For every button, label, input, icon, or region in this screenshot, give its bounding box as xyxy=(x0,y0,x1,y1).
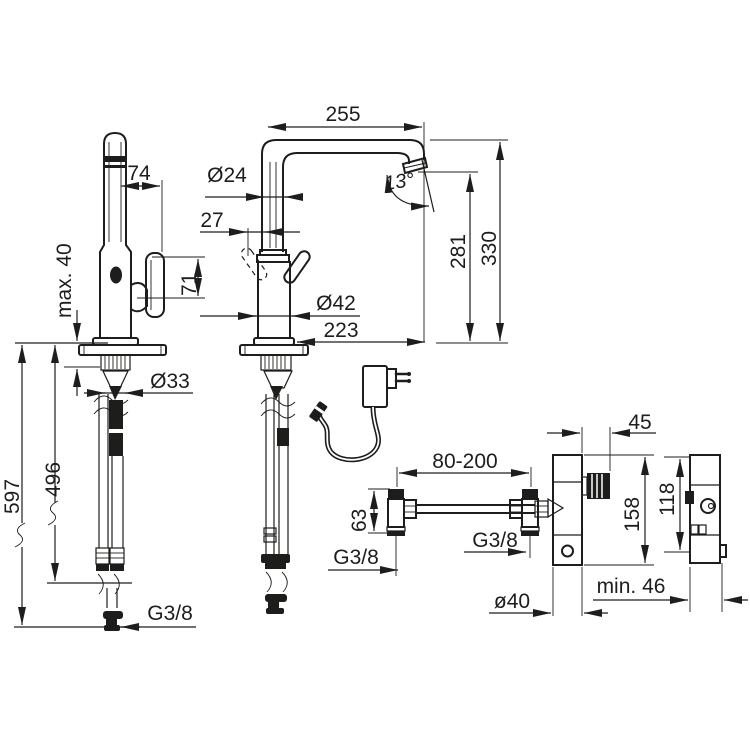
lever-handle xyxy=(283,250,311,284)
dim-label-min-46: min. 46 xyxy=(597,575,666,598)
handle-grip xyxy=(145,252,165,318)
dim-label-max-40: max. 40 xyxy=(53,243,76,318)
dim-label-255: 255 xyxy=(325,103,360,126)
dim-label-74: 74 xyxy=(127,162,151,185)
dim-label-223: 223 xyxy=(323,319,358,342)
dim-label-g38-pipe-right: G3/8 xyxy=(472,529,518,552)
dim-label-71: 71 xyxy=(178,273,201,296)
g38-elbow-fitting-front xyxy=(265,594,287,614)
lever-handle-alt-position xyxy=(240,247,268,281)
valve-unit-side-view xyxy=(685,454,727,564)
dim-label-45: 45 xyxy=(628,411,651,434)
right-t-fitting xyxy=(509,489,540,536)
dim-label-496: 496 xyxy=(42,462,65,497)
installation-assembly: 80-200 63 G3/8 G3/8 45 158 118 xyxy=(328,411,748,617)
dim-label-330: 330 xyxy=(478,231,501,266)
dim-label-27: 27 xyxy=(200,209,223,232)
solenoid-connector xyxy=(587,473,610,499)
cable-connector xyxy=(277,428,289,446)
dim-label-158: 158 xyxy=(621,497,644,532)
front-faucet-view: 255 13° Ø24 27 Ø42 223 281 xyxy=(200,103,508,614)
dim-label-80-200: 80-200 xyxy=(432,450,497,473)
valve-unit-front-view xyxy=(534,454,610,566)
dim-label-o33: Ø33 xyxy=(150,370,190,393)
sensor-window xyxy=(110,266,122,284)
handle-arm xyxy=(130,281,148,313)
power-adapter xyxy=(309,365,411,463)
dim-label-597: 597 xyxy=(1,479,24,514)
dim-label-g38-left: G3/8 xyxy=(147,602,193,625)
dim-label-13deg: 13° xyxy=(383,169,416,195)
dim-label-63: 63 xyxy=(348,509,371,532)
g38-elbow-fitting xyxy=(103,611,123,631)
left-t-fitting xyxy=(386,489,417,536)
adapter-cable xyxy=(317,406,381,463)
dim-label-o24: Ø24 xyxy=(207,164,247,187)
left-faucet-side-view: 74 max. 40 71 597 496 Ø33 G3/8 xyxy=(1,131,205,631)
aerator-tip xyxy=(401,156,429,175)
dim-label-o42: Ø42 xyxy=(316,292,356,315)
dim-label-g38-pipe-left: G3/8 xyxy=(333,546,379,569)
dim-label-o40: ø40 xyxy=(494,590,530,613)
cable-plug-connector xyxy=(309,401,328,422)
dim-label-281: 281 xyxy=(447,234,470,269)
dim-label-118: 118 xyxy=(656,483,679,516)
